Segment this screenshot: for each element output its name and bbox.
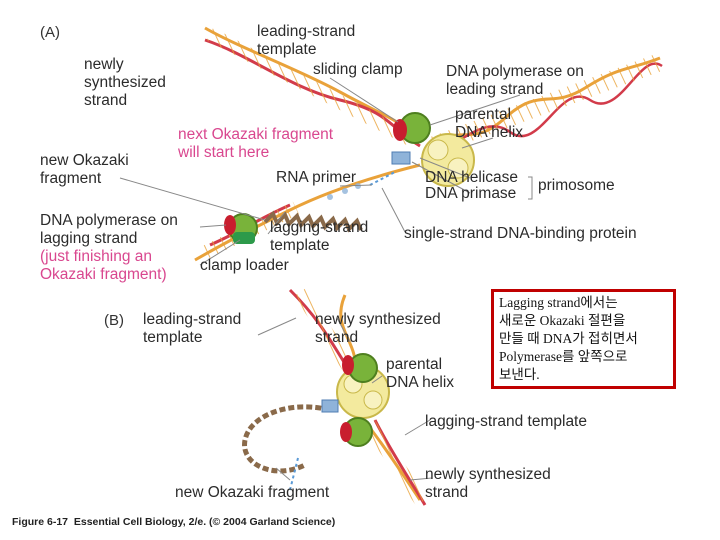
- label-dna-helicase: DNA helicase: [425, 169, 519, 186]
- okazaki-fragment-a: [263, 210, 363, 233]
- pointer-lines-b: [257, 317, 433, 481]
- label-newly-synthesized-strand-b-top: newly synthesized strand: [315, 311, 441, 346]
- label-leading-strand-template-b: leading-strand template: [143, 311, 242, 346]
- replication-machine-a: [224, 112, 475, 244]
- label-lagging-strand-template-a: lagging-strand template: [270, 219, 369, 254]
- label-sliding-clamp: sliding clamp: [313, 61, 403, 78]
- label-dna-primase: DNA primase: [425, 185, 517, 202]
- ssb-proteins-a: [327, 183, 361, 200]
- annotation-note: Lagging strand에서는 새로운 Okazaki 절편을 만들 때 D…: [491, 289, 676, 389]
- label-primosome: primosome: [538, 177, 615, 194]
- label-rna-primer: RNA primer: [276, 169, 357, 186]
- label-single-strand-binding-protein: single-strand DNA-binding protein: [404, 225, 637, 242]
- label-leading-strand-template-a: leading-strand template: [257, 23, 356, 58]
- label-new-okazaki-fragment-b: new Okazaki fragment: [175, 484, 330, 501]
- pointer-lines-a: [119, 77, 533, 266]
- label-parental-dna-helix-a: parental DNA helix: [455, 106, 524, 141]
- label-parental-dna-helix-b: parental DNA helix: [386, 356, 455, 391]
- label-newly-synthesized-strand-b-bottom: newly synthesized strand: [425, 466, 551, 501]
- replication-machine-b: [321, 353, 390, 447]
- label-newly-synthesized-strand-a: newly synthesized strand: [84, 56, 166, 109]
- label-dna-polymerase-lagging: DNA polymerase on lagging strand: [40, 212, 178, 247]
- label-lagging-strand-template-b: lagging-strand template: [425, 413, 587, 430]
- label-next-okazaki-fragment: next Okazaki fragment will start here: [178, 126, 334, 161]
- figure-caption: Figure 6-17 Essential Cell Biology, 2/e.…: [12, 516, 336, 528]
- label-just-finishing: (just finishing an Okazaki fragment): [40, 248, 167, 283]
- okazaki-loop-b: [242, 404, 331, 474]
- label-clamp-loader: clamp loader: [200, 257, 289, 274]
- rna-primer-strand-a: [369, 171, 396, 186]
- label-new-okazaki-fragment-a: new Okazaki fragment: [40, 152, 129, 187]
- panel-b-label: (B): [104, 312, 124, 329]
- parental-helix-a: [424, 53, 664, 155]
- panel-a-label: (A): [40, 24, 60, 41]
- label-dna-polymerase-leading: DNA polymerase on leading strand: [446, 63, 584, 98]
